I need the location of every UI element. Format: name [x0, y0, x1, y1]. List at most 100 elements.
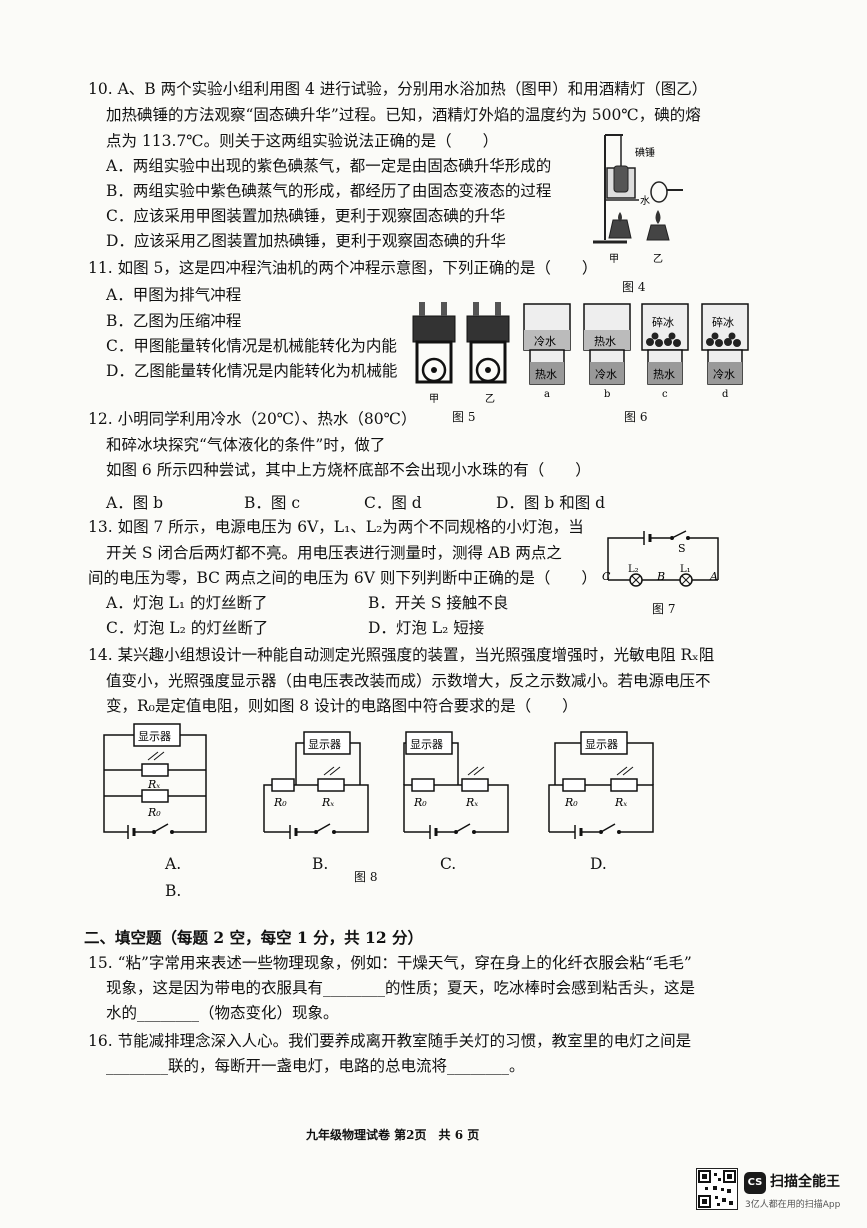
q14-line2: 值变小，光照强度显示器（由电压表改装而成）示数增大，反之示数减小。若电源电压不	[106, 672, 711, 690]
beaker-c-top-label: 碎冰	[652, 315, 674, 329]
q10-option-b: B．两组实验中紫色碘蒸气的形成，都经历了由固态变液态的过程	[106, 182, 552, 200]
circuit-b-display: 显示器	[308, 738, 341, 751]
q11-stem: 11. 如图 5，这是四冲程汽油机的两个冲程示意图，下列正确的是（ ）	[88, 259, 598, 277]
circuit-d-rx: Rₓ	[614, 796, 627, 809]
q13-option-d: D．灯泡 L₂ 短接	[368, 619, 485, 637]
figure-6-drawing: 冷水 热水 a 热水 冷水 b 碎冰 热水 c 碎冰	[523, 303, 749, 400]
q10-option-c: C．应该采用甲图装置加热碘锤，更利于观察固态碘的升华	[106, 207, 506, 225]
q10-line2: 加热碘锤的方法观察“固态碘升华”过程。已知，酒精灯外焰的温度约为 500℃，碘的…	[106, 106, 701, 124]
q14-line3: 变，R₀是定值电阻，则如图 8 设计的电路图中符合要求的是（ ）	[106, 697, 578, 715]
circuit-c-rx: Rₓ	[465, 796, 478, 809]
q12-line1: 12. 小明同学利用冷水（20℃）、热水（80℃）	[88, 410, 417, 428]
engine-yi	[466, 302, 510, 384]
section-2-title: 二、填空题（每题 2 空，每空 1 分，共 12 分）	[84, 928, 424, 947]
beaker-a: 冷水 热水 a	[523, 303, 571, 400]
beaker-d-letter: d	[722, 389, 729, 400]
q13-option-a: A．灯泡 L₁ 的灯丝断了	[106, 594, 268, 612]
q15-line3: 水的________（物态变化）现象。	[106, 1004, 339, 1022]
q10-line1: 10. A、B 两个实验小组利用图 4 进行试验，分别用水浴加热（图甲）和用酒精…	[88, 80, 708, 98]
q13-line3: 间的电压为零，BC 两点之间的电压为 6V 则下列判断中正确的是（ ）	[88, 569, 597, 587]
engine-jia	[412, 302, 456, 384]
fig4-label-yi: 乙	[653, 253, 663, 265]
circuit-a: 显示器 Rₓ R₀	[98, 720, 213, 845]
scanner-tagline: 3亿人都在用的扫描App	[745, 1200, 841, 1210]
beaker-a-top-label: 冷水	[534, 335, 556, 348]
beaker-a-letter: a	[544, 389, 550, 400]
circuit-b-rx: Rₓ	[321, 796, 334, 809]
circuit-a-r0: R₀	[147, 806, 161, 819]
figure-5: 甲 乙	[405, 298, 520, 406]
circuit-d-label: D.	[590, 855, 607, 873]
q13-option-b: B．开关 S 接触不良	[368, 594, 509, 612]
fig7-label-c: C	[602, 570, 611, 583]
q12-line3: 如图 6 所示四种尝试，其中上方烧杯底部不会出现小水珠的有（ ）	[106, 461, 591, 479]
q11-option-a: A．甲图为排气冲程	[106, 286, 242, 304]
beaker-d-bottom-label: 冷水	[713, 368, 735, 381]
q13-line1: 13. 如图 7 所示，电源电压为 6V，L₁、L₂为两个不同规格的小灯泡，当	[88, 518, 584, 536]
q10-option-d: D．应该采用乙图装置加热碘锤，更利于观察固态碘的升华	[106, 232, 506, 250]
page-footer: 九年级物理试卷 第2页 共 6 页	[306, 1128, 480, 1142]
q12-line2: 和碎冰块探究“气体液化的条件”时，做了	[106, 436, 386, 454]
circuit-extra-label: B.	[165, 882, 182, 900]
fig7-label-s: S	[678, 542, 686, 555]
q11-option-c: C．甲图能量转化情况是机械能转化为内能	[106, 337, 397, 355]
circuit-c: 显示器 R₀ Rₓ	[400, 720, 515, 845]
circuit-c-display: 显示器	[410, 738, 443, 751]
fig8-caption: 图 8	[354, 870, 378, 884]
q14-line1: 14. 某兴趣小组想设计一种能自动测定光照强度的装置，当光照强度增强时，光敏电阻…	[88, 646, 715, 664]
beaker-d-top-label: 碎冰	[712, 315, 734, 329]
fig4-label-water: 水	[640, 195, 650, 207]
fig5-caption: 图 5	[452, 410, 476, 424]
beaker-a-bottom-label: 热水	[535, 368, 557, 381]
circuit-c-label: C.	[440, 855, 457, 873]
q12-option-a: A．图 b	[106, 494, 164, 512]
beaker-b-bottom-label: 冷水	[595, 368, 617, 381]
q15-line1: 15. “粘”字常用来表述一些物理现象，例如：干燥天气，穿在身上的化纤衣服会粘“…	[88, 954, 692, 972]
figure-7-drawing: S C L₂ B L₁ A	[602, 530, 719, 587]
qr-code-icon	[696, 1168, 738, 1210]
q12-option-b: B．图 c	[244, 494, 300, 512]
fig7-label-a: A	[709, 570, 718, 583]
q10-line3: 点为 113.7℃。则关于这两组实验说法正确的是（ ）	[106, 132, 499, 150]
q16-line1: 16. 节能减排理念深入人心。我们要养成离开教室随手关灯的习惯，教室里的电灯之间…	[88, 1032, 692, 1050]
figure-4-drawing: 碘锤 水 甲 乙	[593, 134, 683, 265]
circuit-a-label: A.	[165, 855, 182, 873]
fig7-label-l1: L₁	[680, 564, 691, 575]
figure-5-drawing: 甲 乙	[412, 302, 510, 405]
beaker-d: 碎冰 冷水 d	[701, 303, 749, 400]
q16-line2: ________联的，每断开一盏电灯，电路的总电流将________。	[106, 1057, 525, 1075]
circuit-c-r0: R₀	[413, 796, 427, 809]
circuit-a-drawing: 显示器 Rₓ R₀	[103, 723, 207, 839]
scanner-brand: 扫描全能王	[770, 1174, 840, 1190]
circuit-a-rx: Rₓ	[147, 778, 160, 791]
q13-line2: 开关 S 闭合后两灯都不亮。用电压表进行测量时，测得 AB 两点之	[106, 544, 562, 562]
circuit-c-drawing: 显示器 R₀ Rₓ	[403, 731, 509, 839]
q11-option-b: B．乙图为压缩冲程	[106, 312, 242, 330]
qr-code-pattern	[698, 1170, 736, 1208]
figure-7: S C L₂ B L₁ A	[600, 528, 725, 596]
fig7-label-l2: L₂	[628, 564, 639, 575]
circuit-d-drawing: 显示器 R₀ Rₓ	[548, 731, 654, 839]
circuit-b: 显示器 R₀ Rₓ	[260, 720, 375, 845]
fig4-label-iodine: 碘锤	[635, 146, 655, 159]
circuit-d-r0: R₀	[564, 796, 578, 809]
fig5-label-jia: 甲	[429, 394, 439, 405]
fig7-label-b: B	[656, 570, 665, 583]
q11-option-d: D．乙图能量转化情况是内能转化为机械能	[106, 362, 398, 380]
beaker-b: 热水 冷水 b	[583, 303, 631, 400]
q15-line2: 现象，这是因为带电的衣服具有________的性质；夏天，吃冰棒时会感到粘舌头，…	[106, 979, 696, 997]
fig5-label-yi: 乙	[485, 393, 495, 405]
q12-option-c: C．图 d	[364, 494, 422, 512]
circuit-a-display: 显示器	[138, 730, 171, 743]
beaker-b-letter: b	[604, 389, 610, 400]
cs-logo-icon: CS	[744, 1172, 766, 1194]
q10-option-a: A．两组实验中出现的紫色碘蒸气，都一定是由固态碘升华形成的	[106, 157, 552, 175]
circuit-d-display: 显示器	[585, 738, 618, 751]
circuit-b-label: B.	[312, 855, 329, 873]
circuit-b-r0: R₀	[273, 796, 287, 809]
figure-4: 碘锤 水 甲 乙	[585, 130, 685, 290]
beaker-b-top-label: 热水	[594, 335, 616, 348]
fig4-label-jia: 甲	[609, 254, 619, 265]
fig6-caption: 图 6	[624, 410, 648, 424]
beaker-c-letter: c	[662, 389, 668, 400]
